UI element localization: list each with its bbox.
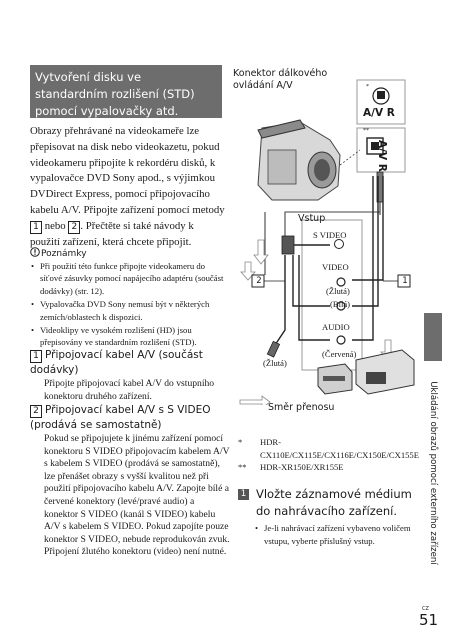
footnote-text: HDR-CX110E/CX115E/CX116E/CX150E/CX155E xyxy=(260,437,419,460)
transfer-direction-label: Směr přenosu xyxy=(268,402,335,413)
connector-label: Konektor dálkového ovládání A/V xyxy=(233,68,328,91)
white-label: (Bílá) xyxy=(330,299,351,309)
method-1-body: Připojte připojovací kabel A/V do vstupn… xyxy=(44,378,215,402)
camcorder-illustration xyxy=(257,119,341,201)
av-r-label-2: A/V R xyxy=(376,140,388,172)
notes-list: Při použití této funkce připojte videoka… xyxy=(30,260,226,350)
intro-text-2: . Přečtěte si také návody k použití zaří… xyxy=(30,219,194,248)
recorder-illustration xyxy=(355,349,415,395)
footnote-text: HDR-XR150E/XR155E xyxy=(260,462,344,473)
step-1: 1 Vložte záznamové médium do nahrávacího … xyxy=(238,486,428,547)
footnote-mark: * xyxy=(238,437,243,447)
step-1-bullet: Je-li nahrávací zařízení vybaveno voliče… xyxy=(238,522,428,547)
method-2-ref: 2 xyxy=(68,220,81,234)
video-label: VIDEO xyxy=(322,262,349,272)
note-item: Vypalovačka DVD Sony nemusí být v někter… xyxy=(30,298,226,323)
callout-2: 2 xyxy=(256,276,262,286)
side-tab-marker xyxy=(424,313,442,361)
method-2-body: Pokud se připojujete k jinému zařízení p… xyxy=(44,433,230,558)
audio-left-jack xyxy=(336,301,346,311)
svideo-plug xyxy=(281,235,295,255)
note-item: Videoklipy ve vysokém rozlišení (HD) jso… xyxy=(30,324,226,349)
note-item: Při použití této funkce připojte videoka… xyxy=(30,260,226,297)
step-1-title: 1 Vložte záznamové médium do nahrávacího … xyxy=(238,486,428,520)
method-2-title-text: Připojovací kabel A/V s S VIDEO (prodává… xyxy=(30,404,211,431)
notes-title: Poznámky xyxy=(41,249,87,259)
notes-heading: Poznámky xyxy=(30,247,87,259)
yellow-label-2: (Žlutá) xyxy=(263,358,287,368)
audio-label: AUDIO xyxy=(322,322,350,332)
footnotes: *HDR-CX110E/CX115E/CX116E/CX150E/CX155E … xyxy=(238,436,428,474)
transfer-arrow-icon xyxy=(239,395,271,405)
av-connector-box-2 xyxy=(356,127,406,173)
footnote-mark: ** xyxy=(238,462,247,473)
audio-right-jack xyxy=(336,335,346,345)
footnote-1: * HDR-CX110E/CX115E/CX116E/CX150E/CX155E xyxy=(238,436,428,461)
footnote-2: ** HDR-XR150E/XR155E xyxy=(238,461,428,474)
av-r-label-1: A/V R xyxy=(363,107,395,119)
svideo-jack xyxy=(334,239,344,249)
step-number: 1 xyxy=(238,489,249,500)
page-language: CZ xyxy=(422,606,429,612)
method-1-ref: 1 xyxy=(30,220,42,234)
dvd-writer-illustration xyxy=(317,363,353,395)
star-mark-2: ** xyxy=(363,128,369,134)
side-chapter-text: Ukládání obrazů pomocí externího zařízen… xyxy=(428,380,438,565)
intro-text-1: Obrazy přehrávané na videokameře lze pře… xyxy=(30,125,225,216)
yellow-label-1: (Žlutá) xyxy=(326,286,350,296)
star-mark-1: * xyxy=(366,84,369,90)
input-label: Vstup xyxy=(298,213,326,224)
method-1-number: 1 xyxy=(30,350,42,363)
callout-1: 1 xyxy=(402,276,408,286)
step-title-text: Vložte záznamové médium do nahrávacího z… xyxy=(256,487,412,518)
side-chapter-label: Ukládání obrazů pomocí externího zařízen… xyxy=(424,365,442,580)
intro-paragraph: Obrazy přehrávané na videokameře lze pře… xyxy=(30,124,225,250)
note-icon xyxy=(30,247,40,257)
video-jack xyxy=(336,277,346,287)
av-connector-box-1 xyxy=(356,79,406,125)
svideo-label: S VIDEO xyxy=(313,230,347,240)
intro-text-mid: nebo xyxy=(44,219,66,232)
method-2-number: 2 xyxy=(30,405,42,418)
section-heading: Vytvoření disku ve standardním rozlišení… xyxy=(30,65,222,118)
red-label: (Červená) xyxy=(322,349,357,359)
page-number: 51 xyxy=(419,611,439,629)
method-1-title-text: Připojovací kabel A/V (součást dodávky) xyxy=(30,349,203,376)
connection-diagram xyxy=(239,79,415,405)
